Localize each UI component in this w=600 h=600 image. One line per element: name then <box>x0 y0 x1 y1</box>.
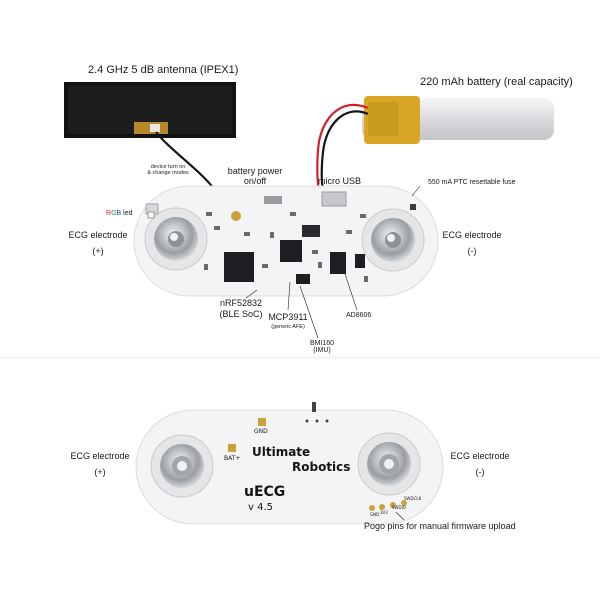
battery <box>362 96 554 144</box>
pin-gnd-label: GND <box>370 512 380 517</box>
left-electrode-label-top: ECG electrode (+) <box>68 230 128 256</box>
pogo-pointer-line <box>395 511 405 521</box>
pad-gnd-label: GND <box>254 428 268 435</box>
pcb-bottom <box>135 402 444 525</box>
pcb-top <box>133 185 439 297</box>
modes-label: device turn on & change modes <box>147 164 189 176</box>
battery-label: 220 mAh battery (real capacity) <box>420 76 573 88</box>
antenna-label: 2.4 GHz 5 dB antenna (IPEX1) <box>88 64 239 76</box>
ad-label: AD8606 <box>346 312 372 319</box>
pin-swdclk-label: SWDCLK <box>404 496 422 501</box>
board-name: uECG <box>244 484 286 500</box>
right-electrode-label-bottom: ECG electrode (-) <box>450 451 510 477</box>
pad-bat-label: BAT+ <box>224 455 241 462</box>
board-brand-line2: Robotics <box>292 460 351 474</box>
board-brand-line1: Ultimate <box>252 445 311 459</box>
nrf-label: nRF52832 (BLE SoC) <box>219 298 263 319</box>
pin-swdio-label: SWDIO <box>392 505 406 510</box>
usb-label: micro USB <box>318 176 362 186</box>
mcp-label: MCP3911 (generic AFE) <box>268 312 308 330</box>
power-switch-label: battery power on/off <box>227 166 283 186</box>
pin-3v3-label: 3V3 <box>380 510 388 515</box>
bmi-label: BMI160 (IMU) <box>309 340 335 354</box>
antenna <box>64 82 236 138</box>
view-divider <box>0 357 600 358</box>
board-version: v 4.5 <box>248 502 273 513</box>
right-electrode-label-top: ECG electrode (-) <box>442 230 502 256</box>
rgb-led-label: RGB led <box>106 210 133 217</box>
pogo-label: Pogo pins for manual firmware upload <box>364 521 516 531</box>
left-electrode-label-bottom: ECG electrode (+) <box>70 451 130 477</box>
annotation-lines-top <box>245 185 421 339</box>
fuse-label: 550 mA PTC resettable fuse <box>428 179 516 186</box>
